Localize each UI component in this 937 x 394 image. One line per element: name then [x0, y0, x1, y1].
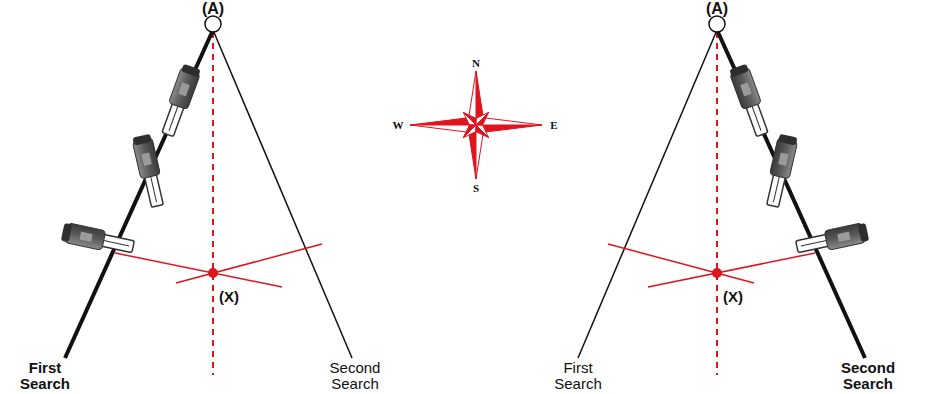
right-panel: [578, 16, 869, 375]
search-label: Second Search: [320, 360, 390, 392]
compass-point: [463, 125, 476, 138]
point-label: (X): [219, 289, 239, 305]
compass-point: [463, 112, 476, 125]
compass-letter: N: [472, 55, 480, 71]
compass-point: [476, 112, 489, 125]
compass-point: [476, 125, 489, 138]
search-label: First Search: [543, 360, 613, 392]
compass-letter: W: [393, 117, 404, 133]
point-label: (A): [202, 1, 224, 17]
point-label: (A): [706, 1, 728, 17]
search-label: Second Search: [833, 360, 903, 392]
compass-rose: [410, 71, 542, 179]
point-label: (X): [723, 289, 743, 305]
search-label: First Search: [10, 360, 80, 392]
compass-point: [476, 112, 489, 125]
compass-letter: E: [550, 117, 557, 133]
compass-letter: S: [473, 180, 479, 196]
compass-point: [476, 125, 489, 138]
compass-point: [463, 125, 476, 138]
left-panel: [61, 16, 352, 375]
compass-point: [463, 112, 476, 125]
